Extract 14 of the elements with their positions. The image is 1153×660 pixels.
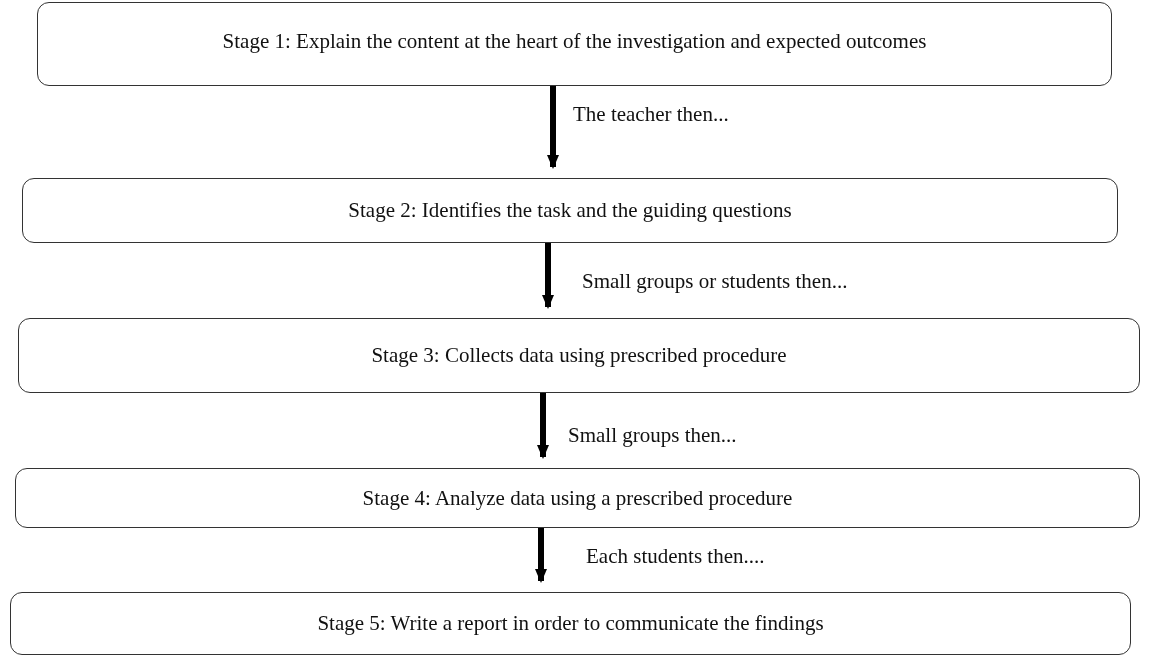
process-box (10, 592, 1131, 655)
process-box (15, 468, 1140, 528)
arrow (547, 86, 559, 169)
box-text: Stage 4: Analyze data using a prescribed procedure (362, 485, 793, 511)
arrow (535, 528, 547, 583)
box-text: Stage 1: Explain the content at the heart of the investigation and expected outcomes (222, 29, 927, 54)
box-text: Stage 3: Collects data using prescribed procedure (371, 343, 787, 368)
box-text: Stage 2: Identifies the task and the guiding questions (348, 198, 792, 223)
arrow (542, 243, 554, 309)
process-box (18, 318, 1140, 393)
process-box (37, 2, 1112, 86)
arrow (537, 393, 549, 459)
process-box (22, 178, 1118, 243)
box-text: Stage 5: Write a report in order to communicate the findings (317, 611, 824, 636)
